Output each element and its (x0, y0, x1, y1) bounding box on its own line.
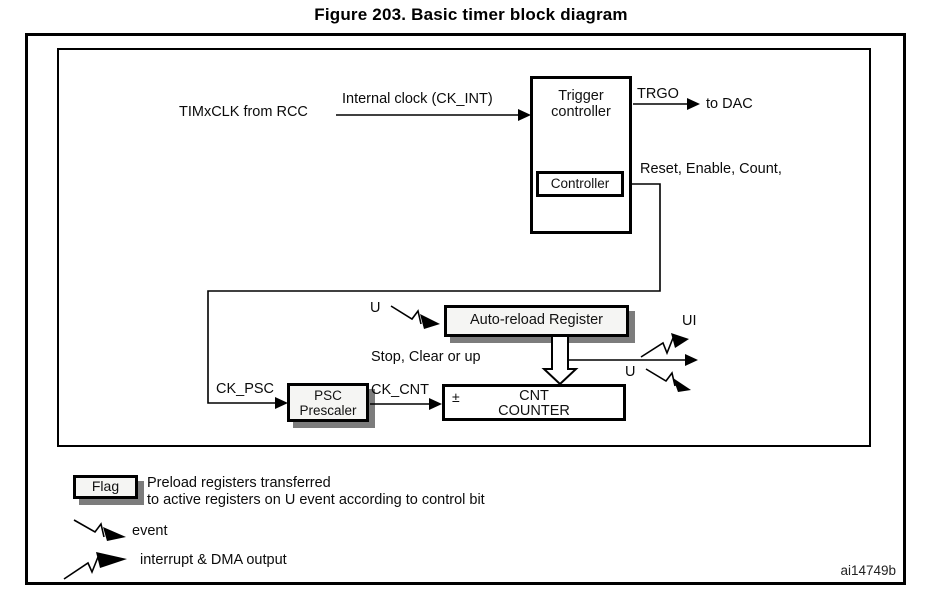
label-internal-clock: Internal clock (CK_INT) (342, 91, 493, 107)
legend-flag-label: Flag (91, 478, 120, 494)
legend-desc-line2: to active registers on U event according… (147, 492, 485, 508)
legend-desc-line1: Preload registers transferred (147, 475, 331, 491)
controller-flag-box: Controller (536, 171, 624, 197)
label-u-event-arr: U (370, 300, 381, 316)
plus-minus-sign: ± (452, 389, 460, 405)
label-timxclk-from-rcc: TIMxCLK from RCC (179, 104, 308, 120)
auto-reload-register-label: Auto-reload Register (470, 312, 603, 328)
label-ck-psc: CK_PSC (216, 381, 275, 397)
figure-title: Figure 203. Basic timer block diagram (314, 5, 628, 24)
legend-event-label: event (132, 523, 168, 539)
cnt-label-line2: COUNTER (498, 403, 570, 419)
cnt-counter-box: ± CNT COUNTER (442, 384, 626, 421)
trigger-controller-label-line2: controller (551, 104, 611, 120)
psc-label-line1: PSC (314, 388, 342, 403)
controller-flag-label: Controller (550, 176, 610, 191)
auto-reload-register-box: Auto-reload Register (444, 305, 629, 337)
trigger-controller-box: Trigger controller (530, 76, 632, 234)
legend-interrupt-label: interrupt & DMA output (140, 552, 287, 568)
label-u-output: U (625, 364, 636, 380)
label-stop-clear-or-up: Stop, Clear or up (371, 349, 481, 365)
legend-flag-box: Flag (73, 475, 138, 499)
label-to-dac: to DAC (706, 96, 753, 112)
label-trgo: TRGO (637, 86, 679, 102)
cnt-label-line1: CNT (519, 388, 549, 404)
trigger-controller-label-line1: Trigger (558, 88, 604, 104)
psc-prescaler-box: PSC Prescaler (287, 383, 369, 422)
label-ck-cnt: CK_CNT (371, 382, 430, 398)
label-ui-output: UI (682, 313, 697, 329)
label-reset-enable-count: Reset, Enable, Count, (640, 161, 782, 177)
figure-reference-id: ai14749b (840, 563, 896, 578)
psc-label-line2: Prescaler (299, 403, 357, 418)
